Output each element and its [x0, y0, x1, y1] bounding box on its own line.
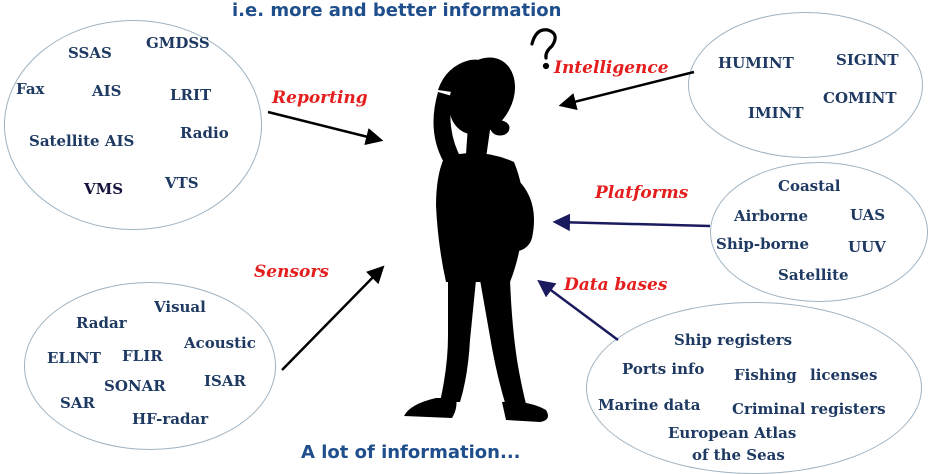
sensors-ellipse — [24, 282, 276, 450]
term-humint: HUMINT — [718, 54, 794, 72]
term-criminal-registers: Criminal registers — [732, 400, 886, 418]
databases-category: Data bases — [564, 275, 668, 295]
term-ports-info: Ports info — [622, 360, 705, 378]
term-of-the-seas: of the Seas — [692, 446, 785, 464]
term-isar: ISAR — [204, 372, 246, 390]
term-sigint: SIGINT — [836, 51, 899, 69]
footer-caption: A lot of information... — [301, 442, 521, 463]
term-coastal: Coastal — [778, 177, 841, 195]
confused-person-icon — [404, 28, 557, 422]
term-ais: AIS — [92, 82, 122, 100]
term-comint: COMINT — [823, 89, 897, 107]
reporting-ellipse — [4, 20, 262, 230]
term-airborne: Airborne — [734, 207, 809, 225]
header-caption: i.e. more and better information — [232, 0, 562, 21]
intelligence-category: Intelligence — [554, 58, 669, 78]
term-licenses: licenses — [810, 366, 878, 384]
term-european-atlas: European Atlas — [668, 424, 797, 442]
sensors-arrow — [281, 265, 385, 371]
reporting-category: Reporting — [272, 88, 368, 108]
sensors-category: Sensors — [254, 262, 329, 282]
term-fax: Fax — [16, 80, 45, 98]
reporting-arrow — [267, 110, 384, 146]
term-flir: FLIR — [122, 347, 163, 365]
term-sonar: SONAR — [104, 377, 166, 395]
term-radar: Radar — [76, 314, 127, 332]
term-vms: VMS — [84, 180, 124, 198]
platforms-arrow — [552, 213, 711, 232]
platforms-category: Platforms — [595, 183, 689, 203]
term-imint: IMINT — [748, 104, 804, 122]
term-hf-radar: HF-radar — [132, 410, 209, 428]
term-radio: Radio — [180, 124, 229, 142]
term-ship-borne: Ship-borne — [716, 235, 809, 253]
term-uas: UAS — [850, 206, 886, 224]
term-uuv: UUV — [848, 238, 886, 256]
term-lrit: LRIT — [170, 86, 212, 104]
term-gmdss: GMDSS — [146, 34, 210, 52]
intelligence-arrow — [558, 70, 695, 111]
platforms-ellipse — [710, 162, 928, 302]
term-ship-registers: Ship registers — [674, 331, 793, 349]
term-satellite: Satellite — [778, 266, 849, 284]
term-marine-data: Marine data — [598, 396, 701, 414]
term-elint: ELINT — [47, 349, 101, 367]
term-visual: Visual — [154, 298, 206, 316]
term-fishing: Fishing — [734, 366, 797, 384]
term-vts: VTS — [165, 174, 199, 192]
databases-arrow — [537, 279, 619, 342]
intelligence-ellipse — [688, 12, 923, 158]
term-ssas: SSAS — [68, 44, 112, 62]
term-sar: SAR — [60, 394, 95, 412]
term-satellite-ais: Satellite AIS — [29, 132, 135, 150]
term-acoustic: Acoustic — [184, 334, 256, 352]
